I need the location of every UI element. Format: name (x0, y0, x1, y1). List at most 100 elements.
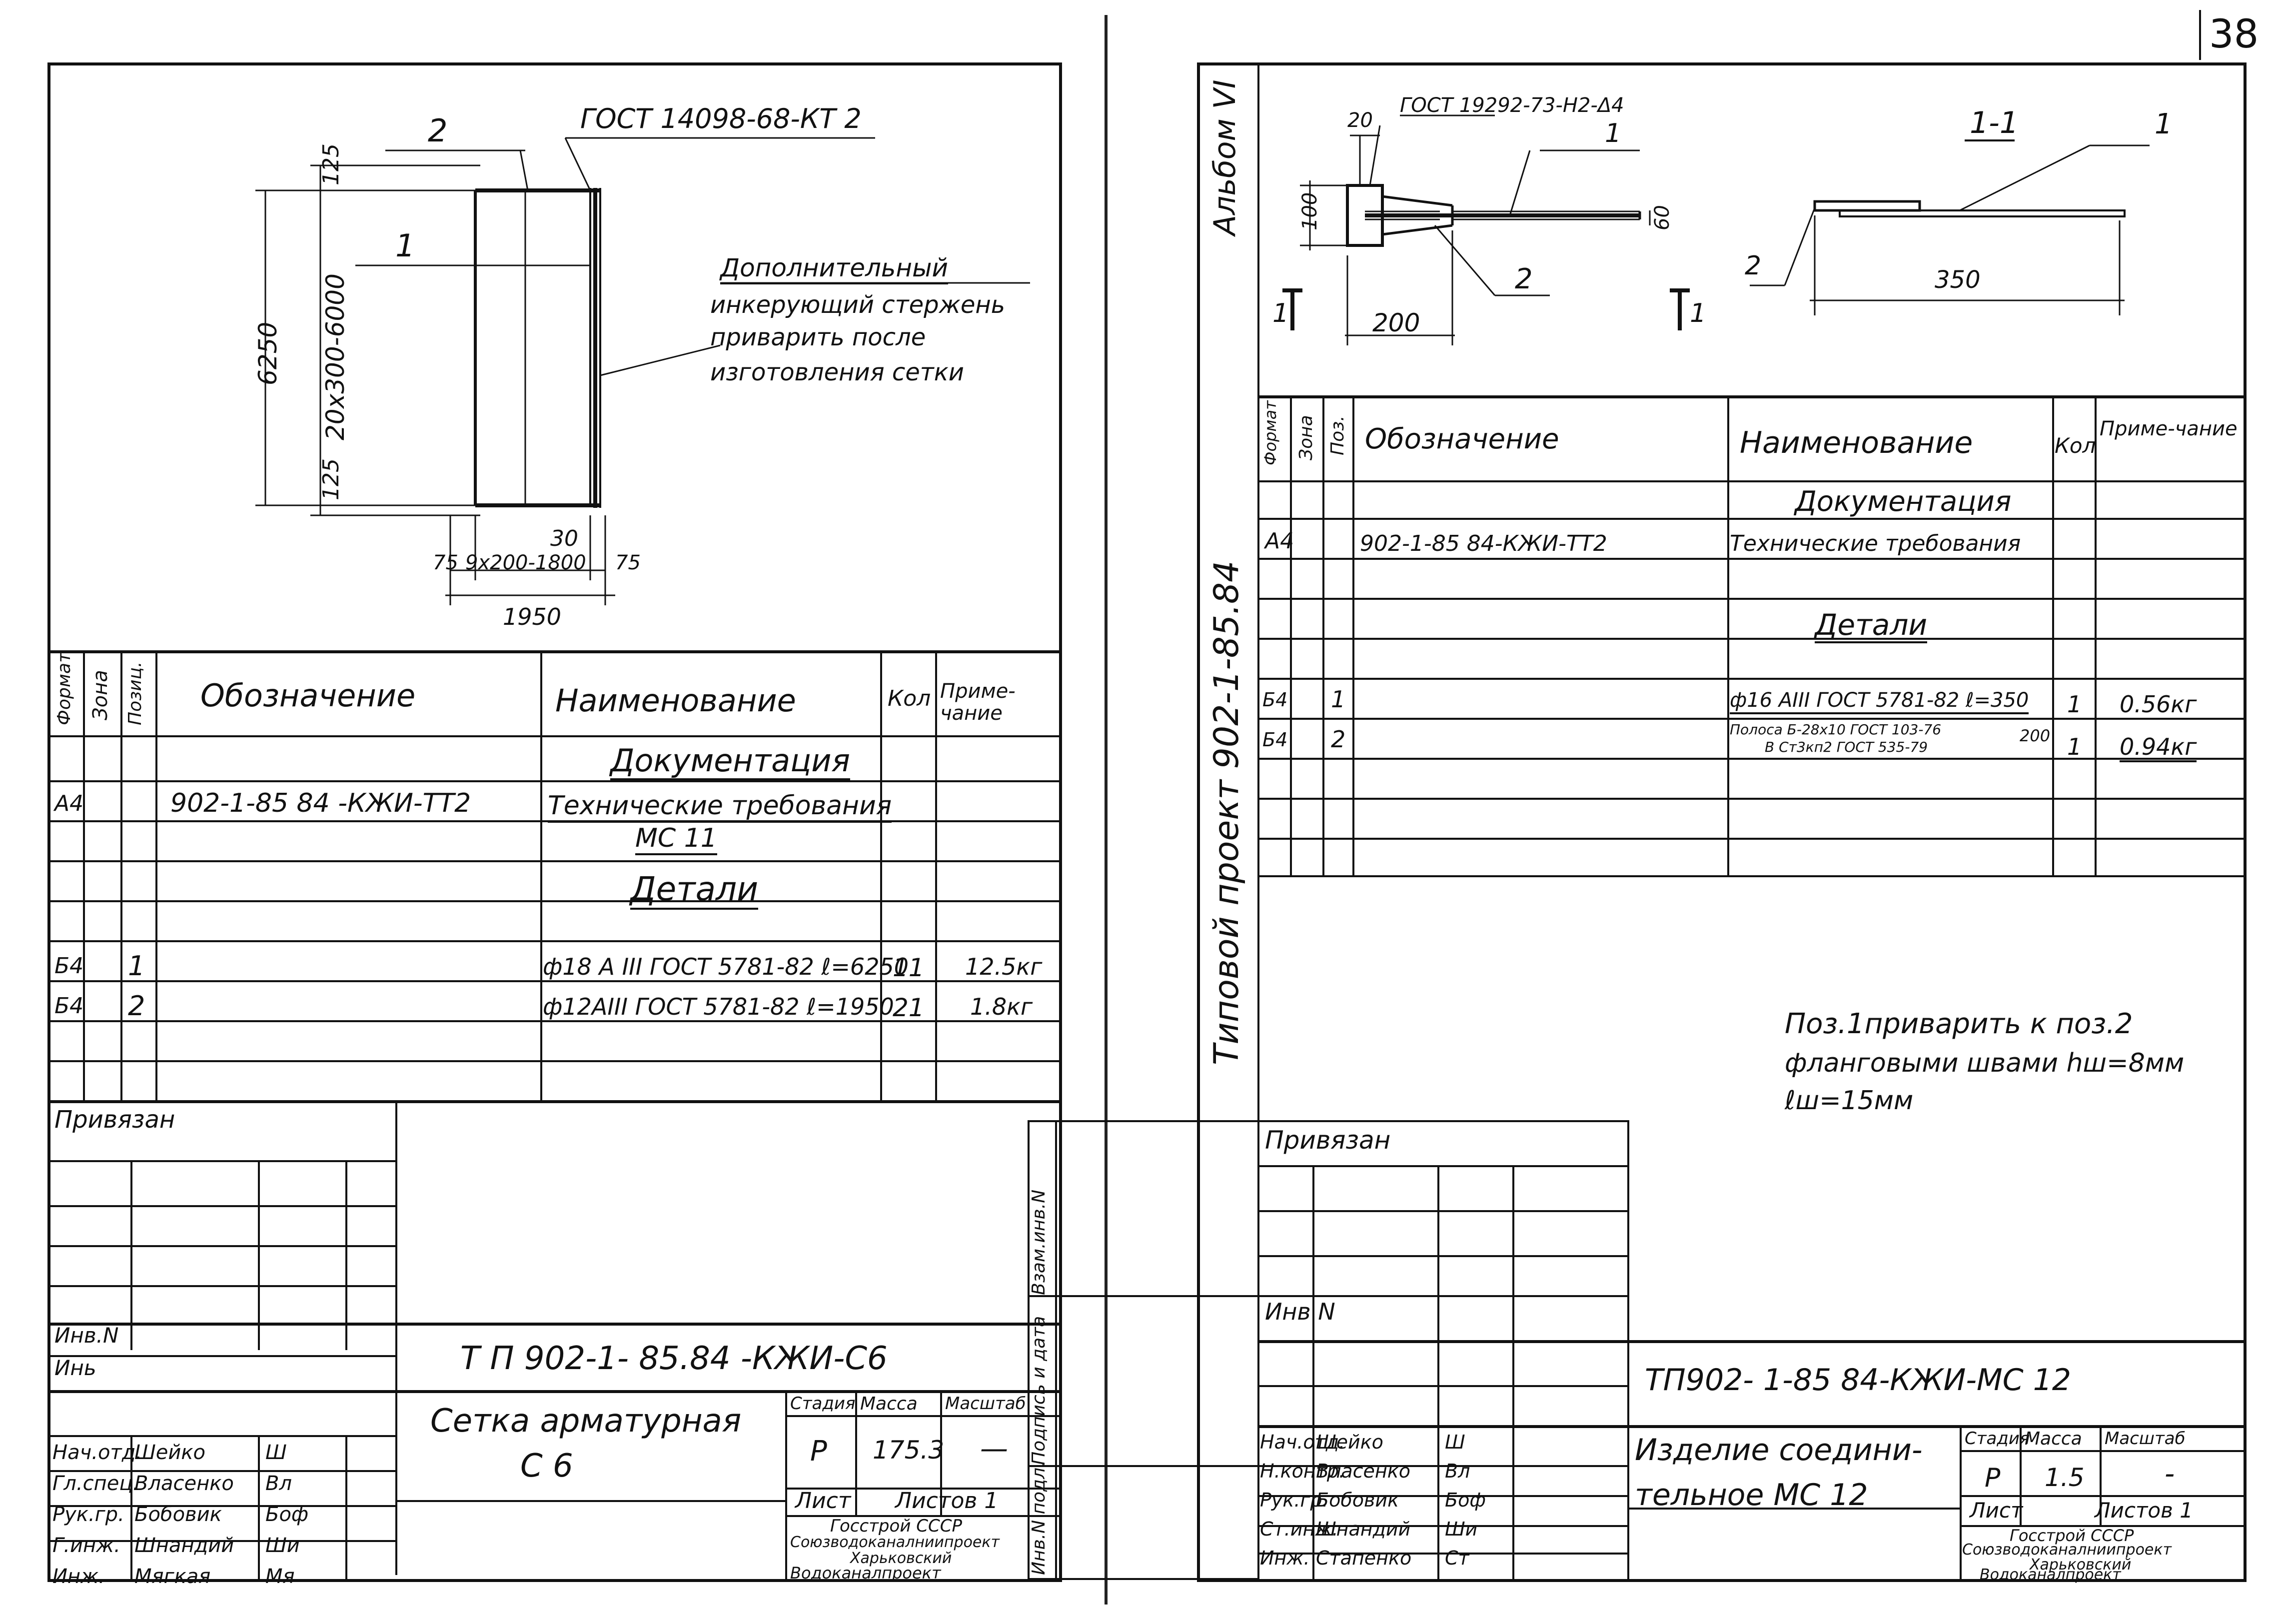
staff-sign: Боф (1445, 1489, 1486, 1511)
r-doc-name: Технические требования (1730, 531, 2021, 556)
note-line-3: приварить после (710, 323, 926, 351)
section-callout-2: 2 (1745, 251, 1762, 281)
r-hdr-format: Формат (1261, 400, 1280, 465)
staff-name: Шнандий (134, 1534, 234, 1557)
staff-sign: Мя (265, 1565, 295, 1588)
staff-role: Гл.спец. (52, 1472, 139, 1495)
r-row1-note: 0.56кг (2120, 693, 2197, 720)
staff-role: Инж. (1260, 1547, 1310, 1569)
note-line-4: изготовления сетки (710, 358, 964, 386)
r-doc-format: А4 (1265, 528, 1294, 554)
hdr-note: Приме-чание (940, 680, 1016, 725)
hdr-pos: Позиц. (125, 661, 145, 725)
r-masshtab-label: Масштаб (2105, 1429, 2186, 1449)
r-doc-designation: 902-1-85 84-КЖИ-ТТ2 (1360, 531, 1607, 556)
r-row1-pos: 1 (1331, 686, 1346, 713)
r-row1-name: ф16 АIII ГОСТ 5781-82 ℓ=350 (1730, 690, 2029, 714)
note-line-2: инкерующий стержень (710, 291, 1006, 319)
listov-label: Листов 1 (895, 1488, 999, 1514)
staff-name: Стапенко (1316, 1547, 1412, 1569)
privyazan-label: Привязан (54, 1106, 175, 1134)
note-line-1: Дополнительный (720, 255, 949, 284)
staff-name: Власенко (1316, 1460, 1410, 1482)
staff-sign: Вл (1445, 1460, 1470, 1482)
row1-qty: 11 (893, 953, 925, 982)
org-4: Водоканалпроект (790, 1564, 941, 1583)
part-callout-2: 2 (1515, 263, 1533, 295)
staff-name: Шейко (134, 1441, 206, 1464)
right-drawing-sheet: Альбом VI Типовой проект 902-1-85.84 Вза… (1028, 62, 2247, 1583)
r-row2-format: Б4 (1262, 729, 1288, 751)
staff-sign: Ши (1445, 1518, 1478, 1540)
part-callout-1: 1 (1605, 118, 1622, 148)
staff-role: Г.инж. (52, 1534, 120, 1557)
weld-note-1: Поз.1приварить к поз.2 (1785, 1008, 2133, 1040)
section-mark-right: 1 (1690, 298, 1707, 328)
r-list-label: Лист (1970, 1498, 2023, 1523)
r-section-details: Детали (1815, 610, 1928, 643)
dim-60: 60 (1651, 205, 1674, 230)
staff-sign: Ш (1445, 1431, 1465, 1453)
staff-role: Н.контр. (1260, 1460, 1345, 1482)
dim-top: 125 (318, 143, 344, 185)
r-hdr-pos: Поз. (1327, 415, 1348, 455)
staff-name: Шнандий (1316, 1518, 1411, 1540)
hdr-designation: Обозначение (200, 677, 416, 714)
r-privyazan-label: Привязан (1265, 1126, 1391, 1155)
hdr-zone: Зона (89, 670, 112, 720)
row1-note: 12.5кг (965, 953, 1043, 980)
r-row2-qty: 1 (2067, 733, 2082, 760)
section-mark-left: 1 (1272, 298, 1289, 328)
masshtab-label: Масштаб (945, 1394, 1026, 1414)
r-hdr-qty: Кол (2055, 433, 2096, 458)
dim-100: 100 (1298, 192, 1321, 230)
section-details: Детали (630, 873, 759, 910)
doc-format: А4 (54, 791, 84, 816)
r-hdr-note: Приме-чание (2100, 417, 2238, 440)
weld-note-3: ℓш=15мм (1785, 1086, 1914, 1116)
row2-note: 1.8кг (970, 993, 1033, 1020)
dim-30: 30 (550, 526, 578, 551)
dim-20: 20 (1347, 109, 1373, 132)
row1-name: ф18 А III ГОСТ 5781-82 ℓ=6250 (543, 955, 909, 982)
callout-1: 1 (395, 227, 415, 264)
left-drawing-sheet: ГОСТ 14098-68-КТ 2 2 1 125 20х300-6000 1… (47, 62, 1062, 1587)
r-section-documentation: Документация (1795, 488, 2012, 520)
r-masshtab-value: - (2165, 1458, 2175, 1490)
right-part-drawing (1282, 114, 2150, 345)
staff-sign: Вл (265, 1472, 292, 1495)
dim-75-left: 75 (433, 551, 458, 574)
staff-sign: Ст (1445, 1547, 1469, 1569)
row1-format: Б4 (54, 953, 84, 979)
inv-label: Инь (54, 1356, 96, 1380)
r-massa-value: 1.5 (2045, 1463, 2085, 1492)
row2-pos: 2 (128, 990, 145, 1022)
staff-role: Рук.гр. (1260, 1489, 1328, 1511)
list-label: Лист (795, 1488, 851, 1514)
callout-2: 2 (428, 112, 448, 149)
page-number-bar (2199, 10, 2201, 60)
r-row1-qty: 1 (2067, 691, 2082, 718)
r-hdr-zone: Зона (1296, 415, 1316, 460)
org-1: Госстрой СССР (830, 1516, 962, 1536)
drawing-title-1: Сетка арматурная (430, 1403, 742, 1440)
r-row2-pos: 2 (1331, 726, 1346, 753)
r-org-1: Госстрой СССР (2010, 1526, 2134, 1545)
staff-sign: Ши (265, 1534, 300, 1557)
r-listov-label: Листов 1 (2095, 1498, 2193, 1523)
r-org-3: Харьковский (2030, 1556, 2132, 1574)
masshtab-value: — (980, 1433, 1008, 1465)
dim-spacing: 9х200-1800 (465, 551, 586, 574)
hdr-qty: Кол (888, 686, 931, 711)
hdr-name: Наименование (555, 682, 796, 719)
r-drawing-title-1: Изделие соедини- (1635, 1433, 1923, 1468)
gost-weld: ГОСТ 19292-73-Н2-Δ4 (1400, 94, 1624, 117)
row2-qty: 21 (893, 993, 925, 1022)
section-dim-350: 350 (1935, 266, 1981, 294)
section-callout-1: 1 (2155, 108, 2173, 140)
massa-label: Масса (860, 1394, 918, 1414)
r-row1-format: Б4 (1262, 689, 1288, 711)
org-3: Харьковский (850, 1550, 952, 1567)
r-org-2: Союзводоканалниипроект (1962, 1541, 2172, 1559)
r-row2-name-b: В Ст3кп2 ГОСТ 535-79 (1765, 739, 1928, 755)
